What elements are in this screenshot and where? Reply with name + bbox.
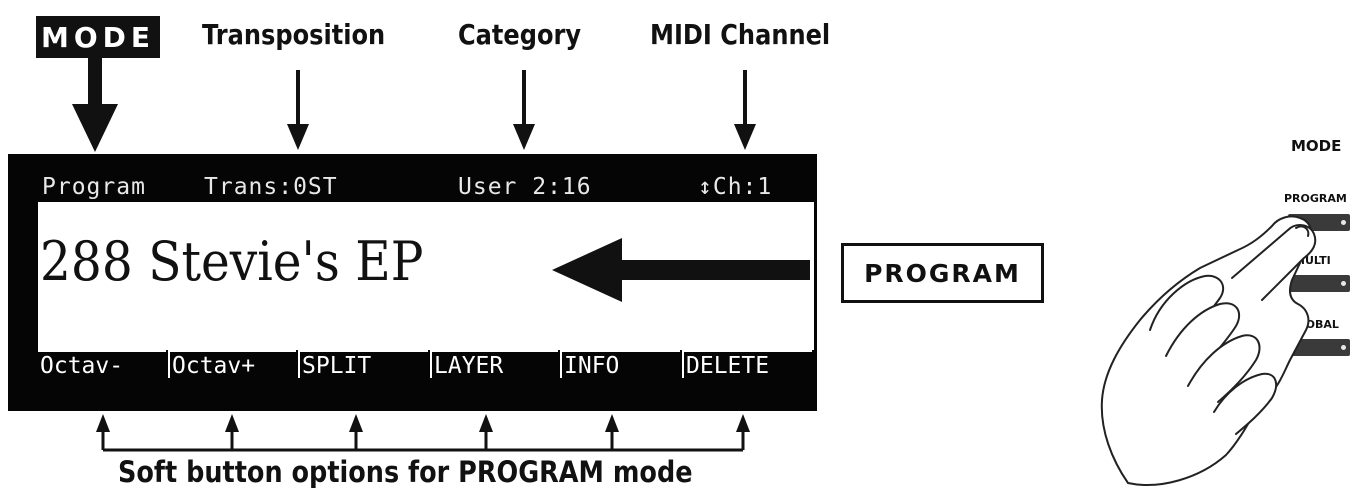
transposition-label: Transposition bbox=[202, 18, 386, 51]
multi-mode-button[interactable] bbox=[1288, 275, 1350, 292]
transposition-arrow bbox=[287, 70, 309, 150]
lcd-transposition-readout: Trans:0ST bbox=[204, 174, 338, 200]
soft-button-layer[interactable]: LAYER bbox=[430, 350, 558, 379]
soft-button-octave-up[interactable]: Octav+ bbox=[168, 350, 296, 379]
program-callout: PROGRAM bbox=[841, 243, 1044, 303]
category-arrow bbox=[513, 70, 535, 150]
lcd-category-readout: User 2:16 bbox=[458, 174, 592, 200]
global-led bbox=[1341, 345, 1346, 350]
program-name: 288 Stevie's EP bbox=[40, 230, 424, 293]
lcd-channel-readout: ↕Ch:1 bbox=[698, 174, 773, 200]
soft-button-info[interactable]: INFO bbox=[560, 350, 680, 379]
global-mode-button[interactable] bbox=[1288, 339, 1350, 356]
soft-button-bracket bbox=[96, 414, 750, 452]
program-button-label: PROGRAM bbox=[1284, 192, 1347, 205]
midi-channel-arrow bbox=[734, 70, 756, 150]
soft-button-row: Octav- Octav+ SPLIT LAYER INFO DELETE bbox=[38, 350, 814, 384]
category-label: Category bbox=[458, 18, 582, 51]
mode-panel-title: MODE bbox=[1291, 137, 1342, 155]
mode-label: MODE bbox=[36, 16, 160, 58]
lcd-mode-readout: Program bbox=[42, 174, 146, 200]
soft-button-octave-down[interactable]: Octav- bbox=[38, 350, 166, 379]
mode-arrow bbox=[72, 58, 118, 152]
multi-led bbox=[1341, 281, 1346, 286]
soft-button-caption: Soft button options for PROGRAM mode bbox=[118, 455, 693, 489]
soft-button-delete[interactable]: DELETE bbox=[682, 350, 812, 379]
program-led bbox=[1341, 220, 1346, 225]
program-arrow bbox=[552, 238, 810, 302]
midi-channel-label: MIDI Channel bbox=[650, 18, 831, 51]
soft-button-split[interactable]: SPLIT bbox=[298, 350, 428, 379]
